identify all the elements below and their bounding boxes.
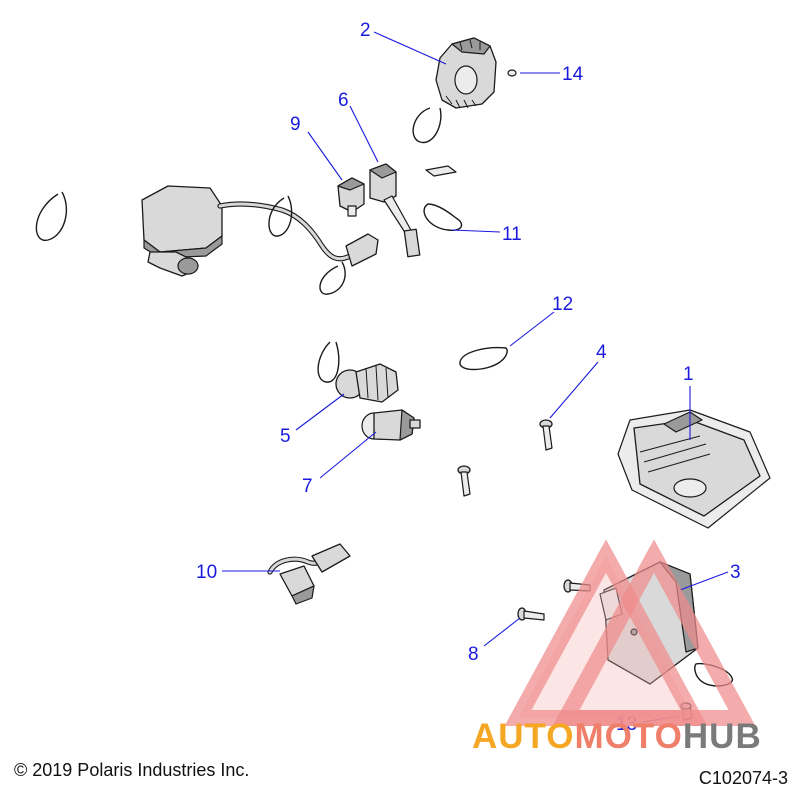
watermark-word-auto: AUTO (472, 717, 575, 756)
callout-2: 2 (360, 20, 371, 41)
callout-4: 4 (596, 342, 607, 363)
part-4-bolt (539, 419, 553, 451)
cable-tie (319, 261, 346, 295)
part-5-sensor (317, 341, 399, 403)
callout-11: 11 (502, 224, 522, 245)
cable-clip (425, 165, 457, 177)
part-11-cable-tie (423, 203, 463, 232)
part-7-sensor (361, 409, 421, 441)
watermark-word-moto: MOTO (575, 717, 683, 756)
figure-code: C102074-3 (698, 768, 788, 788)
part-2-sensor-housing (435, 37, 497, 109)
part-14-grommet (507, 69, 517, 77)
part-1-ecu (617, 409, 771, 529)
bolt (457, 465, 471, 497)
callout-12: 12 (552, 294, 573, 315)
part-10-harness (267, 543, 351, 605)
watermark-word-hub: HUB (683, 717, 762, 756)
callout-7: 7 (302, 476, 313, 497)
cable-tie (35, 191, 68, 241)
part-9-connector (337, 177, 365, 217)
part-8-bolt (517, 607, 545, 621)
callout-3: 3 (730, 562, 741, 583)
callout-6: 6 (338, 90, 349, 111)
callout-14: 14 (562, 64, 584, 85)
cable-tie (268, 195, 293, 237)
svg-text:AUTOMOTOHUB: AUTOMOTOHUB (472, 717, 762, 756)
copyright-notice: © 2019 Polaris Industries Inc. (14, 760, 250, 780)
callout-10: 10 (196, 562, 217, 583)
part-12-cable-tie (459, 346, 508, 371)
watermark-logo: AUTOMOTOHUB (472, 539, 762, 756)
module-with-harness (141, 185, 379, 277)
callout-1: 1 (683, 364, 694, 385)
callout-5: 5 (280, 426, 291, 447)
callout-8: 8 (468, 644, 479, 665)
cable-tie (412, 107, 442, 144)
part-6-connector (369, 163, 421, 258)
callout-9: 9 (290, 114, 301, 135)
